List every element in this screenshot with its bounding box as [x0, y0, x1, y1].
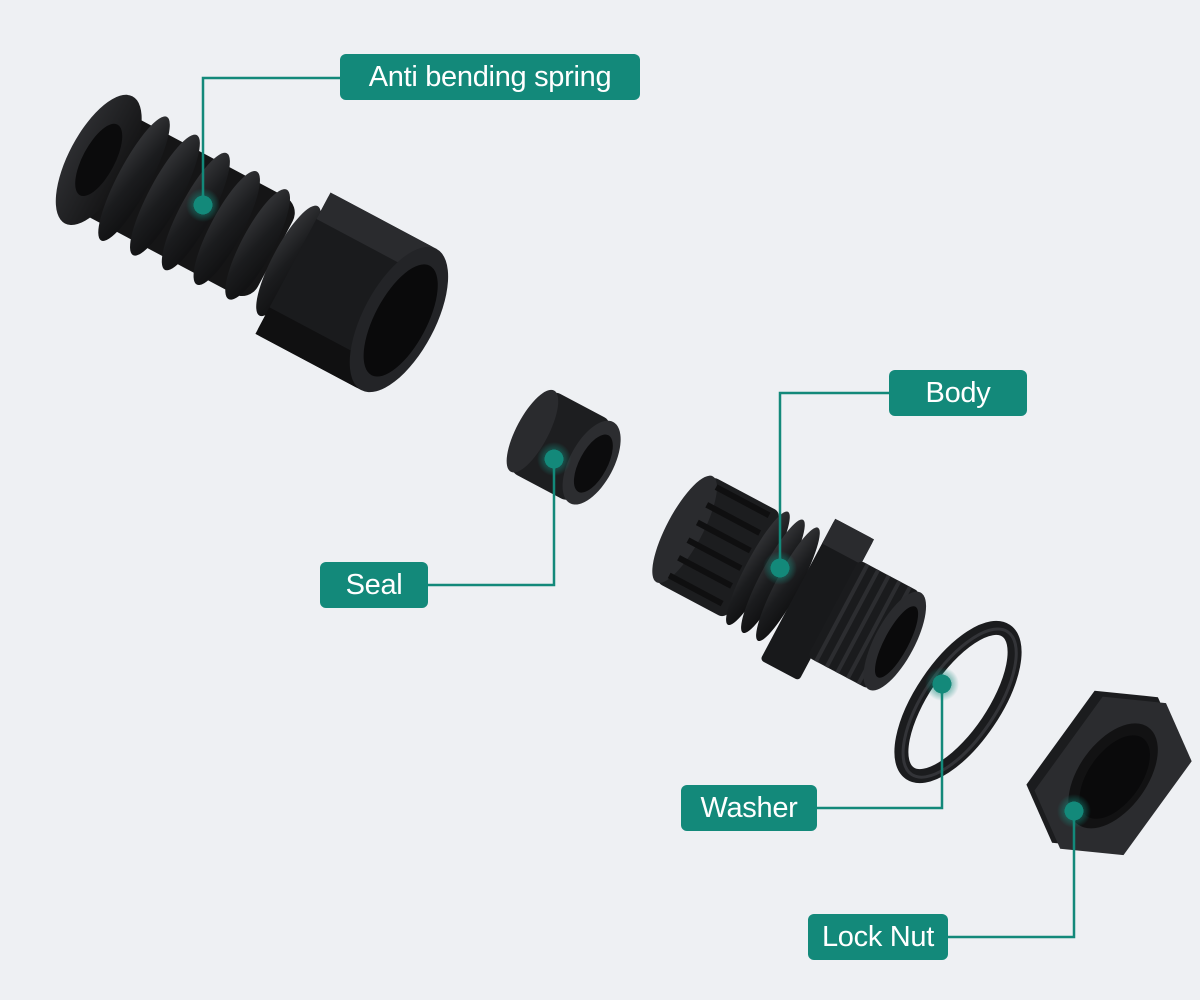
seal-leader-line — [427, 459, 556, 587]
seal-label: Seal — [320, 562, 428, 608]
spring-part — [55, 94, 449, 393]
washer-leader-line — [815, 684, 944, 810]
spring-coil — [225, 189, 291, 300]
marker-dots — [186, 188, 1091, 828]
body-opening — [874, 606, 919, 678]
washer-label: Washer — [681, 785, 817, 831]
locknut-leader-line — [947, 811, 1076, 939]
spring-coil — [193, 170, 260, 285]
locknut-opening — [1079, 735, 1150, 819]
spring-leader-line — [201, 76, 345, 205]
seal-opening — [573, 434, 613, 493]
spring-coil — [256, 205, 321, 317]
spring-coil — [98, 116, 170, 241]
body-label: Body — [889, 370, 1027, 416]
body-hex-flange — [761, 520, 873, 680]
spring-coil — [130, 134, 200, 256]
spring-label: Anti bending spring — [340, 54, 640, 100]
locknut-part — [1026, 690, 1192, 856]
spring-marker-dot — [186, 188, 220, 222]
body-part — [652, 475, 927, 691]
locknut-label: Lock Nut — [808, 914, 948, 960]
locknut-marker-dot — [1057, 794, 1091, 828]
body-leader-line — [778, 391, 890, 568]
spring-cap-opening — [363, 264, 438, 377]
seal-marker-dot — [537, 442, 571, 476]
body-marker-dot — [763, 551, 797, 585]
leader-lines — [201, 76, 1076, 939]
washer-marker-dot — [925, 667, 959, 701]
